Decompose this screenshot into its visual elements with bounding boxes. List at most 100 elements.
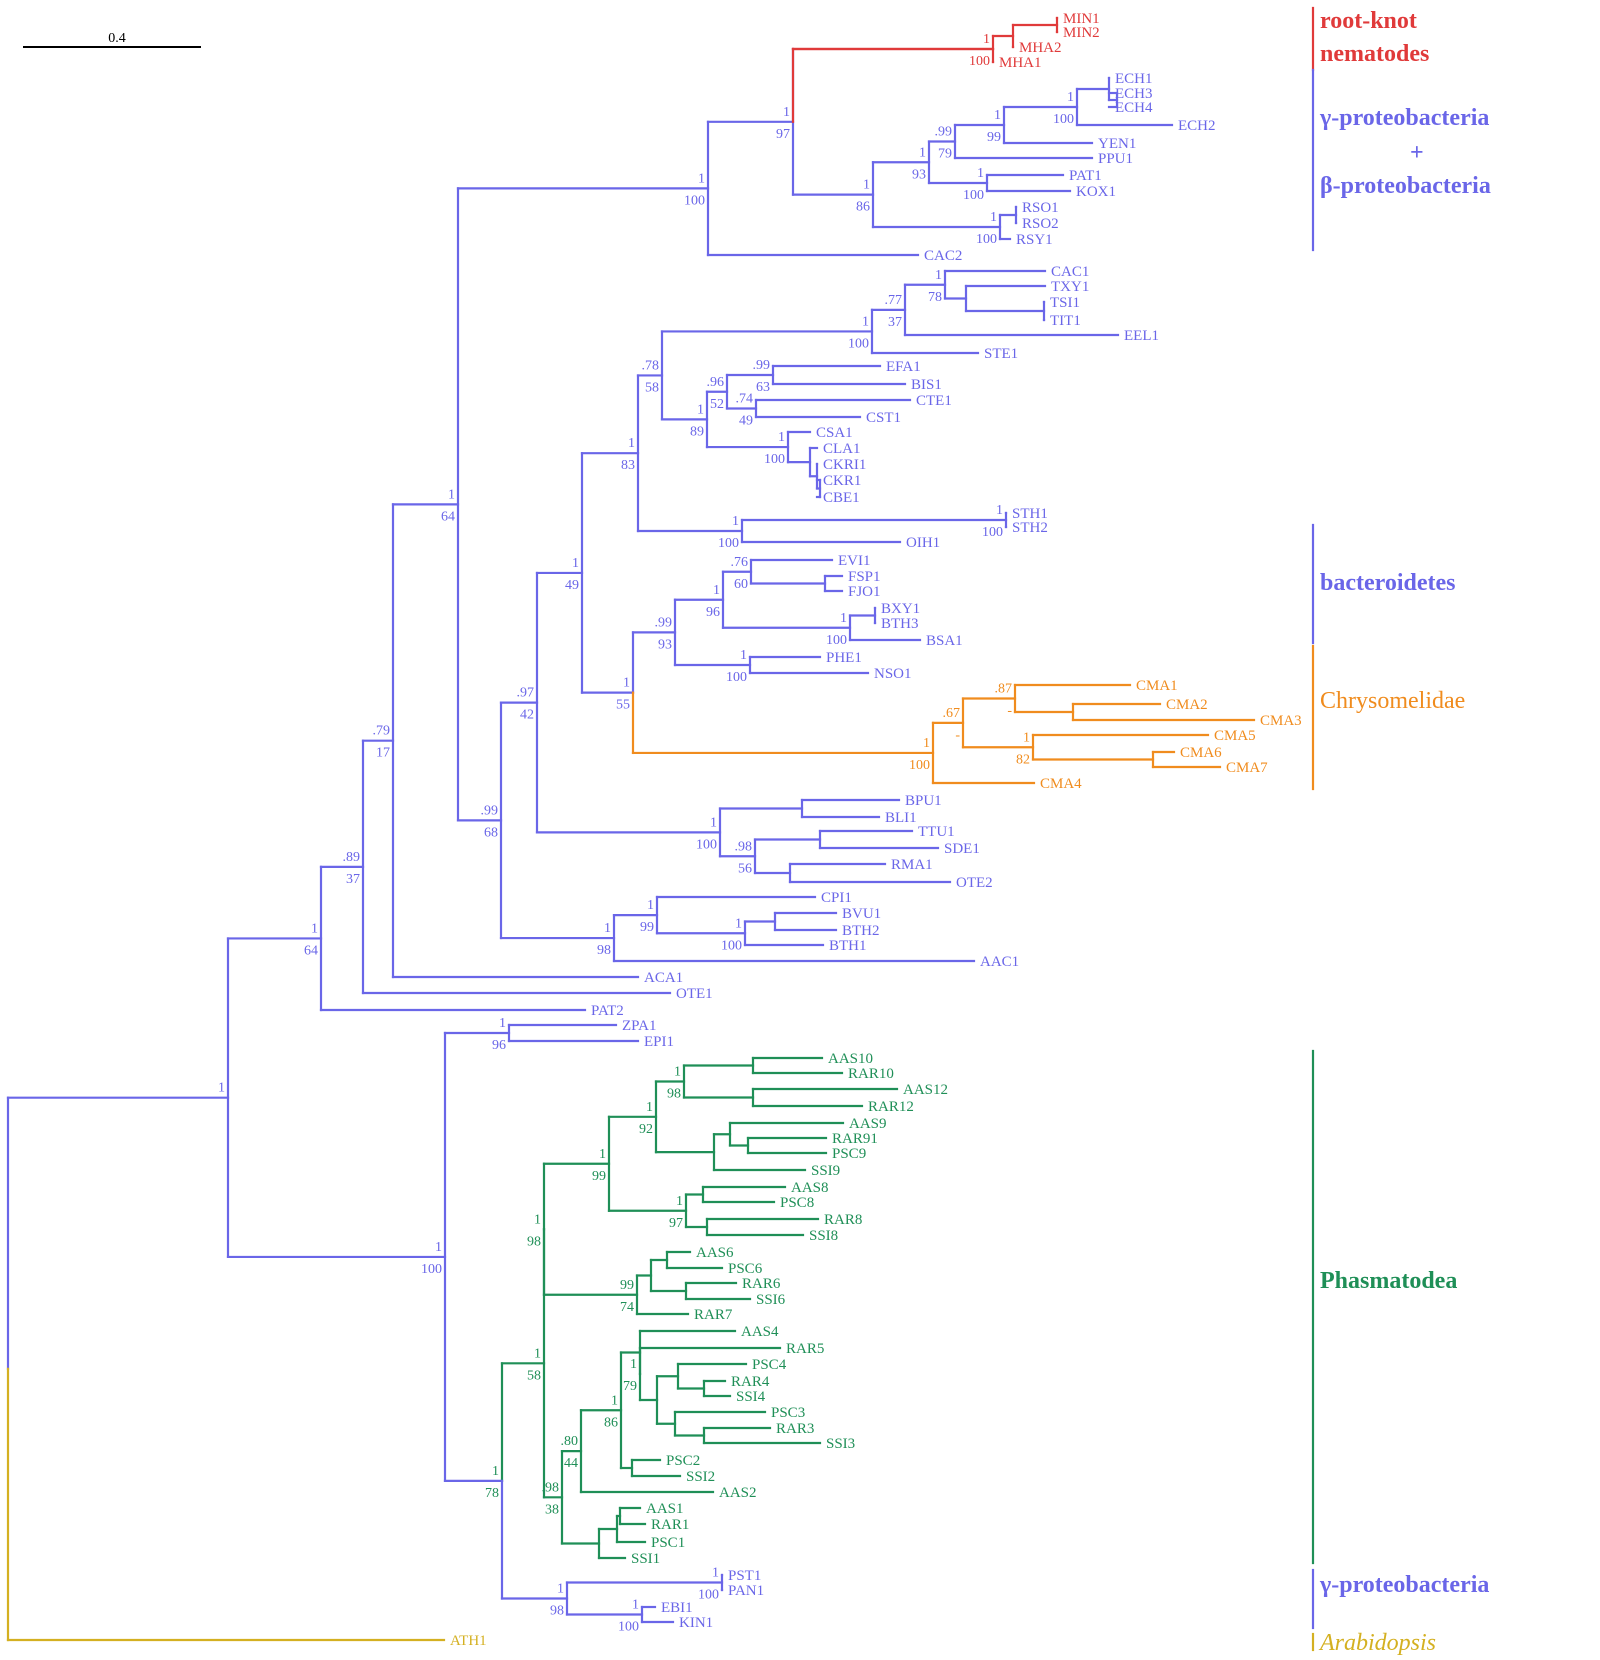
support-posterior: 1 [919,145,926,160]
support-posterior: 1 [674,1065,681,1080]
tip-label-ech1: ECH1 [1115,71,1153,87]
support-posterior: 1 [647,898,654,913]
support-posterior: .74 [736,392,754,407]
support-bootstrap: 100 [982,525,1003,540]
tip-label-bth2: BTH2 [842,923,880,939]
support-posterior: 1 [983,32,990,47]
tip-label-bli1: BLI1 [885,810,917,826]
tip-label-cla1: CLA1 [823,441,861,457]
support-bootstrap: 100 [421,1262,442,1277]
support-posterior: .87 [995,682,1013,697]
tip-label-aas8: AAS8 [791,1180,829,1196]
support-posterior: 1 [632,1598,639,1613]
support-bootstrap: 64 [441,509,455,524]
tip-label-rsy1: RSY1 [1016,232,1053,248]
tip-label-kox1: KOX1 [1076,184,1116,200]
tip-label-cma1: CMA1 [1136,678,1178,694]
support-bootstrap: 58 [527,1368,541,1383]
tip-label-tit1: TIT1 [1050,313,1081,329]
tip-label-ebi1: EBI1 [661,1600,693,1616]
support-posterior: .79 [373,724,391,739]
support-bootstrap: 17 [376,746,390,761]
support-posterior: 1 [1067,90,1074,105]
tip-label-bpu1: BPU1 [905,793,942,809]
tip-label-aas2: AAS2 [719,1485,757,1501]
support-posterior: 1 [557,1582,564,1597]
support-posterior: 1 [923,736,930,751]
tip-label-rso1: RSO1 [1022,200,1059,216]
support-bootstrap: 100 [826,633,847,648]
support-posterior: .99 [753,358,771,373]
group-label-arabidopsis: Arabidopsis [1318,1630,1436,1656]
tip-label-yen1: YEN1 [1098,136,1136,152]
tip-label-cte1: CTE1 [916,393,952,409]
tip-label-ckri1: CKRI1 [823,457,866,473]
tip-label-aas6: AAS6 [696,1245,734,1261]
support-bootstrap: 56 [738,861,752,876]
support-bootstrap: 100 [698,1588,719,1603]
tip-label-aas9: AAS9 [849,1116,887,1132]
group-label-nematodes: nematodes [1320,41,1429,67]
tip-label-psc1: PSC1 [651,1535,685,1551]
tip-label-psc4: PSC4 [752,1357,787,1373]
support-bootstrap: 64 [304,943,318,958]
tip-label-rma1: RMA1 [891,857,933,873]
support-bootstrap: 98 [597,943,611,958]
support-bootstrap: 96 [706,605,720,620]
tip-label-ppu1: PPU1 [1098,151,1133,167]
tip-label-rar12: RAR12 [868,1099,914,1115]
support-posterior: .78 [642,358,660,373]
support-posterior: .67 [943,706,961,721]
support-posterior: 1 [628,436,635,451]
support-bootstrap: 92 [639,1122,653,1137]
tip-label-mha1: MHA1 [999,55,1042,71]
tip-label-psc2: PSC2 [666,1453,700,1469]
tip-label-pat2: PAT2 [591,1003,624,1019]
support-posterior: 1 [604,921,611,936]
support-posterior: 1 [623,676,630,691]
tip-label-cma5: CMA5 [1214,728,1256,744]
tip-label-cma6: CMA6 [1180,745,1222,761]
tip-label-rar10: RAR10 [848,1066,894,1082]
tip-label-cac1: CAC1 [1051,264,1089,280]
support-posterior: 1 [435,1240,442,1255]
support-posterior: 1 [611,1393,618,1408]
support-posterior: 1 [448,487,455,502]
tip-label-ckr1: CKR1 [823,473,861,489]
support-bootstrap: 100 [909,758,930,773]
tip-label-ssi9: SSI9 [811,1163,840,1179]
tip-label-bth3: BTH3 [881,616,919,632]
support-posterior: 1 [732,514,739,529]
support-bootstrap: 37 [888,315,902,330]
support-posterior: .99 [935,125,953,140]
support-bootstrap: 100 [721,938,742,953]
tip-label-ech2: ECH2 [1178,118,1216,134]
support-bootstrap: 86 [856,200,870,215]
support-posterior: 99 [620,1278,634,1293]
tip-label-epi1: EPI1 [644,1034,674,1050]
support-posterior: .80 [561,1434,579,1449]
support-bootstrap: 42 [520,708,534,723]
support-bootstrap: 98 [550,1604,564,1619]
tip-label-pst1: PST1 [728,1568,761,1584]
support-posterior: 1 [218,1081,225,1096]
tip-label-cma7: CMA7 [1226,760,1268,776]
group-label-plus: + [1410,140,1424,166]
support-bootstrap: - [1007,704,1012,719]
tip-label-aas12: AAS12 [903,1082,948,1098]
tip-label-min2: MIN2 [1063,25,1100,41]
tip-label-rar7: RAR7 [694,1307,733,1323]
tip-label-efa1: EFA1 [886,359,921,375]
support-posterior: 1 [862,314,869,329]
group-label-gamma-proteobacteria: γ-proteobacteria [1319,105,1489,131]
support-posterior: .99 [481,803,499,818]
support-posterior: 1 [499,1016,506,1031]
support-bootstrap: 82 [1016,752,1030,767]
support-bootstrap: 100 [764,452,785,467]
support-bootstrap: 98 [527,1234,541,1249]
support-posterior: 1 [935,268,942,283]
support-posterior: 1 [735,916,742,931]
support-posterior: 1 [840,611,847,626]
tip-label-txy1: TXY1 [1051,279,1089,295]
tip-label-ssi8: SSI8 [809,1228,838,1244]
